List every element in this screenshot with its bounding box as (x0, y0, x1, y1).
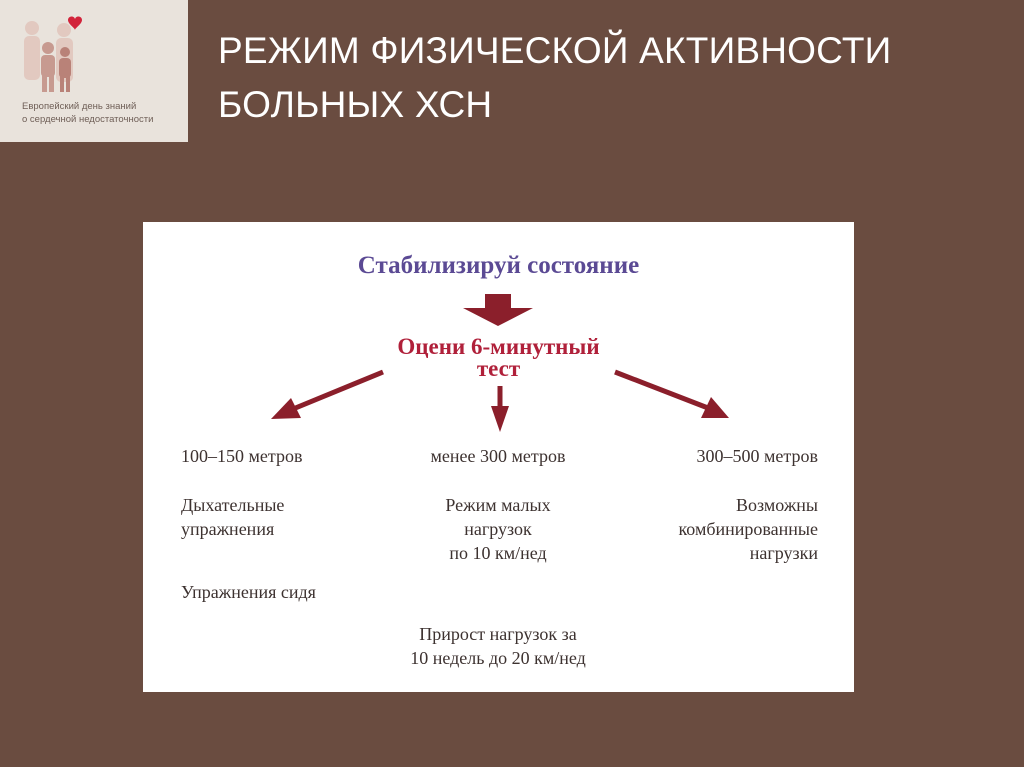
middle-rec-line1: Режим малых (445, 495, 551, 515)
step-assess-line2: тест (476, 356, 521, 381)
family-figures-icon (24, 16, 82, 92)
heart-icon (68, 16, 82, 30)
left-extra: Упражнения сидя (181, 582, 316, 602)
step-assess-line1: Оцени 6-минутный (397, 334, 600, 359)
progression-note-line1: Прирост нагрузок за (419, 624, 577, 644)
right-distance: 300–500 метров (696, 446, 818, 466)
slide-title-line1: РЕЖИМ ФИЗИЧЕСКОЙ АКТИВНОСТИ (218, 30, 892, 71)
middle-recommendation: Режим малых нагрузок по 10 км/нед (348, 493, 648, 565)
progression-note: Прирост нагрузок за 10 недель до 20 км/н… (348, 622, 648, 670)
left-recommendation: Дыхательные упражнения (181, 493, 284, 541)
arrow-left-head (271, 398, 301, 419)
logo-block: Европейский день знаний о сердечной недо… (0, 0, 188, 142)
progression-note-line2: 10 недель до 20 км/нед (410, 648, 586, 668)
step-stabilize: Стабилизируй состояние (357, 252, 640, 279)
logo-caption-line1: Европейский день знаний (22, 101, 137, 112)
flow-arrows (271, 294, 729, 432)
arrow-right-shaft (614, 369, 709, 411)
down-arrow-top (463, 294, 533, 326)
right-rec-line3: нагрузки (749, 543, 818, 563)
left-rec-line1: Дыхательные (181, 495, 285, 515)
arrow-left-shaft (292, 369, 384, 412)
right-rec-line2: комбинированные (678, 519, 818, 539)
left-rec-line2: упражнения (181, 519, 275, 539)
slide-title: РЕЖИМ ФИЗИЧЕСКОЙ АКТИВНОСТИ БОЛЬНЫХ ХСН (218, 24, 998, 132)
slide-title-line2: БОЛЬНЫХ ХСН (218, 84, 493, 125)
middle-rec-line3: по 10 км/нед (449, 543, 547, 563)
middle-distance: менее 300 метров (430, 446, 566, 466)
arrow-right-head (701, 397, 729, 418)
diagram-card: Стабилизируй состояние Оцени 6-минутный … (143, 222, 854, 692)
middle-rec-line2: нагрузок (464, 519, 532, 539)
right-rec-line1: Возможны (736, 495, 818, 515)
left-distance: 100–150 метров (181, 446, 303, 466)
logo-caption-line2: о сердечной недостаточности (22, 114, 154, 125)
logo-caption: Европейский день знаний о сердечной недо… (22, 100, 153, 126)
arrow-middle-head (491, 406, 509, 432)
step-assess: Оцени 6-минутный тест (143, 334, 854, 381)
right-recommendation: Возможны комбинированные нагрузки (678, 493, 818, 565)
